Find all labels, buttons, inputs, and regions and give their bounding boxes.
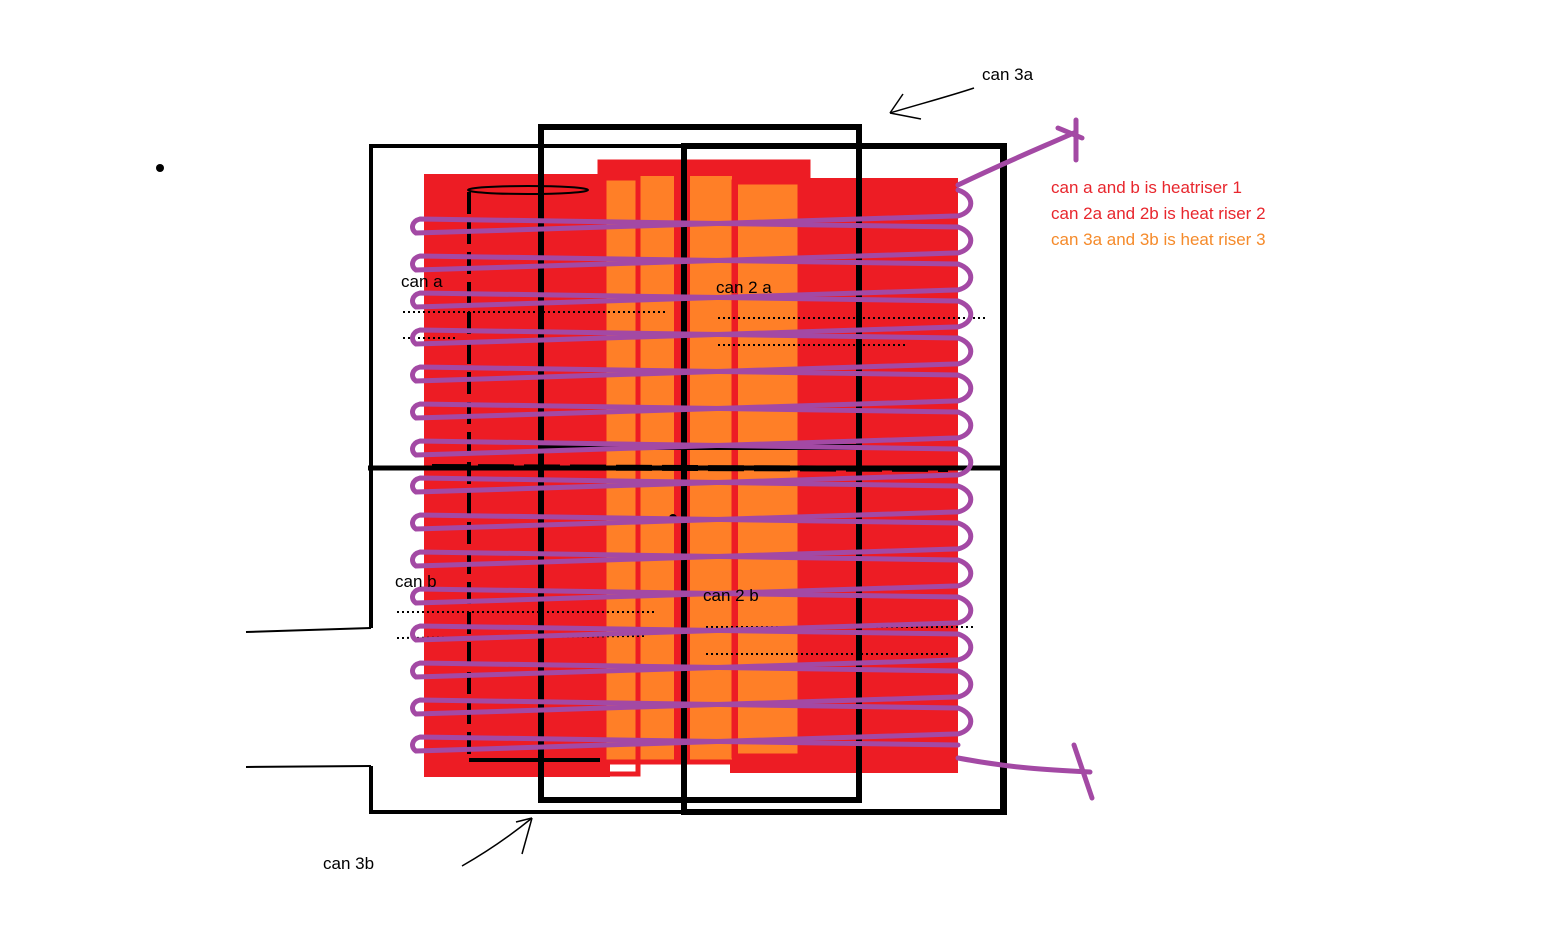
label-can-2b: can 2 b — [703, 586, 759, 605]
legend-item-heat-riser-3: can 3a and 3b is heat riser 3 — [1051, 230, 1266, 249]
label-can-3a: can 3a — [982, 65, 1034, 84]
label-can-a: can a — [401, 272, 443, 291]
arrow-can-3a — [889, 87, 975, 120]
legend-item-heat-riser-2: can 2a and 2b is heat riser 2 — [1051, 204, 1266, 223]
stray-dot — [156, 164, 164, 172]
legend-item-heat-riser-1: can a and b is heatriser 1 — [1051, 178, 1242, 197]
label-can-2a: can 2 a — [716, 278, 772, 297]
mid-dashed-divider — [431, 464, 949, 472]
heating-coil — [410, 117, 1095, 801]
can-2-box — [681, 143, 1007, 815]
legend: can a and b is heatriser 1 can 2a and 2b… — [1051, 178, 1266, 249]
arrow-can-3b — [461, 817, 533, 867]
label-can-b: can b — [395, 572, 437, 591]
label-can-3b: can 3b — [323, 854, 374, 873]
inlet-lines — [245, 627, 372, 768]
can-a-b-dashed-outline — [467, 185, 600, 762]
heat-riser-3-fill — [598, 160, 808, 764]
